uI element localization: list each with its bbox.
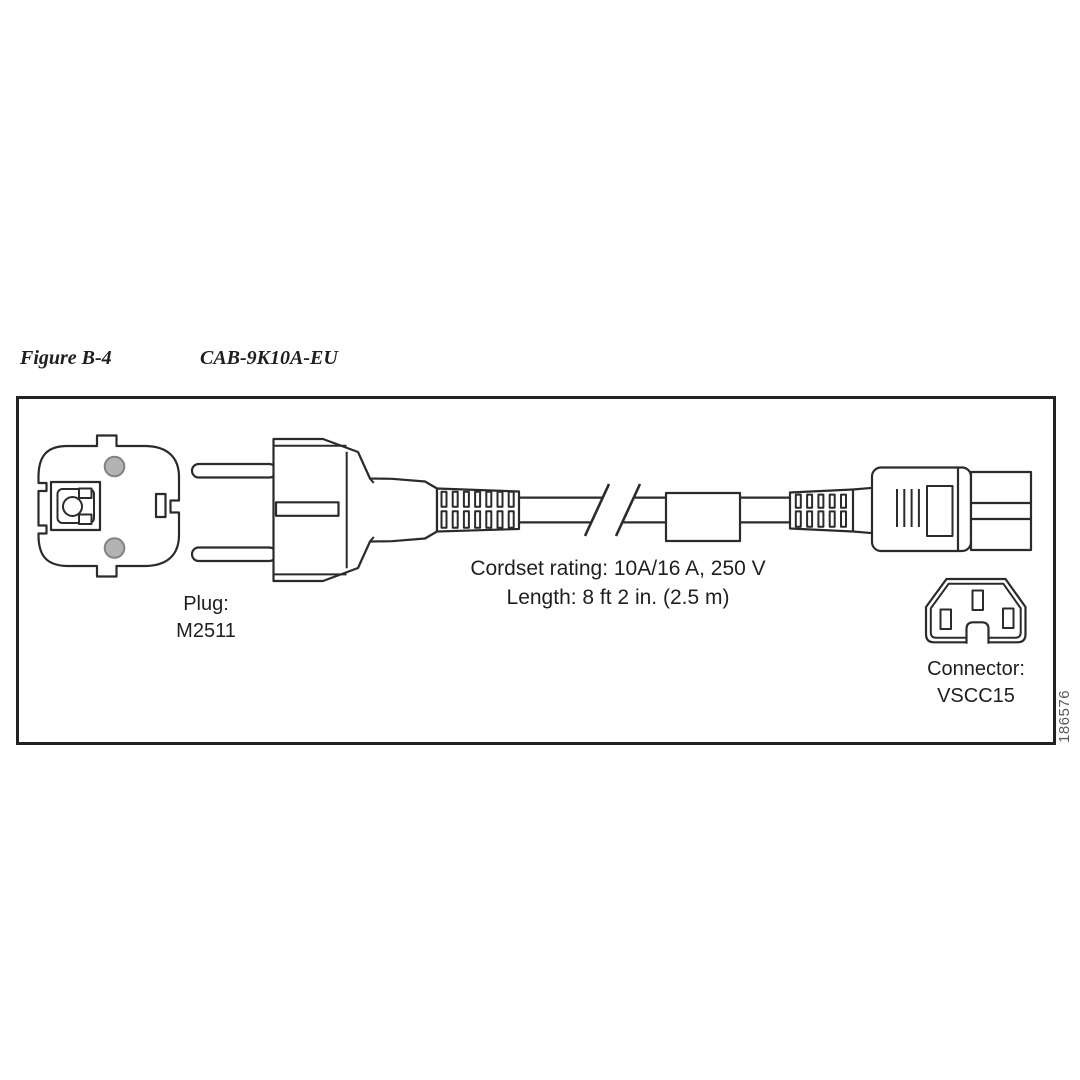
plug-caption-line2: M2511 [176,620,236,642]
cable-with-break-marks [519,483,790,543]
connector-label-plate [926,485,954,537]
c15-connector-front-view [924,577,1027,644]
plug-body [272,437,439,583]
plug-prong-bottom [190,546,278,563]
cord-note: Cordset rating: 10A/16 A, 250 V Length: … [418,554,818,612]
schuko-plug-side-view [190,437,439,583]
cordset-rating: Cordset rating: 10A/16 A, 250 V [470,557,766,580]
figure-label: Figure B-4 [20,347,112,369]
ferrite-bead [664,491,742,543]
connector-caption-line2: VSCC15 [937,685,1015,707]
figure-frame [16,396,1056,745]
plug-pin-top [103,455,126,478]
c15-outer-outline [924,577,1027,644]
plug-body-details [273,444,375,576]
figure-title: CAB-9K10A-EU [200,347,338,369]
c15-slot-right [1002,607,1015,629]
strain-relief-left [435,487,521,533]
connector-caption: Connector: VSCC15 [896,656,1056,710]
figure-number: 186576 [1056,689,1073,743]
break-marks [583,483,642,537]
connector-nose-dividers [971,501,1031,521]
grip-ridges [896,489,920,527]
cable-lines [519,496,790,524]
c15-bottom-notch [965,621,990,644]
earth-contact [49,480,102,532]
schuko-plug-front-view [37,434,181,578]
plug-side-slot [154,492,167,519]
c15-connector-side-view [870,466,1033,553]
plug-pin-bottom [103,537,126,559]
c15-slot-left [939,608,952,630]
connector-nose [969,470,1033,552]
strain-relief-right [788,486,874,535]
plug-face-outline [37,434,181,578]
plug-caption-line1: Plug: [183,593,229,615]
plug-prong-top [190,462,278,479]
connector-body [870,466,973,553]
plug-caption: Plug: M2511 [126,591,286,645]
cord-length: Length: 8 ft 2 in. (2.5 m) [506,586,730,609]
c15-slot-center [971,589,984,611]
c15-inner-outline [929,582,1022,639]
plug-body-slot [274,501,340,517]
connector-caption-line1: Connector: [927,658,1025,680]
